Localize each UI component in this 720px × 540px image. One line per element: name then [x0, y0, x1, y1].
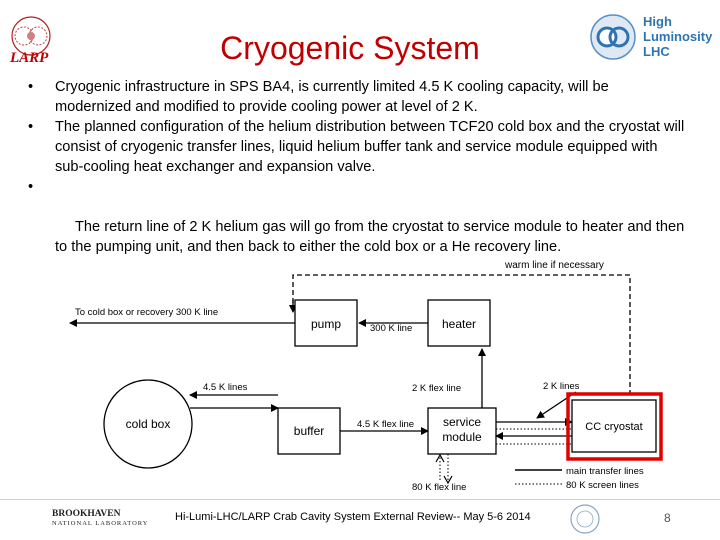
- bullet-item: • The planned configuration of the heliu…: [28, 117, 688, 177]
- footer-divider: [0, 499, 720, 500]
- hl-logo-line-3: LHC: [643, 44, 670, 59]
- bullet-marker: •: [28, 119, 34, 135]
- flex-80k-arrowhead-2: [443, 475, 453, 485]
- bullet-item: • The return line of 2 K helium gas will…: [28, 177, 688, 277]
- cold-box-circle: [103, 379, 193, 469]
- cc-cryostat-box: [571, 399, 657, 453]
- bullet-text: The return line of 2 K helium gas will g…: [55, 219, 689, 255]
- pump-label: pump: [311, 317, 341, 331]
- page-number: 8: [664, 511, 671, 525]
- cc-cryostat-label: CC cryostat: [585, 421, 642, 433]
- hl-logo-line-2: Luminosity: [643, 29, 713, 44]
- heater-label: heater: [442, 317, 476, 331]
- bullet-item: • Cryogenic infrastructure in SPS BA4, i…: [28, 77, 688, 117]
- flex-45k-label: 4.5 K flex line: [357, 419, 414, 430]
- larp-logo-text: LARP: [10, 50, 49, 66]
- slide-title: Cryogenic System: [220, 30, 480, 66]
- line-300k-label: 300 K line: [370, 323, 412, 334]
- warm-line-path: [292, 274, 631, 395]
- brookhaven-logo-main: BROOKHAVEN: [52, 509, 121, 519]
- lines-2k-label: 2 K lines: [543, 381, 580, 392]
- bullet-list: • Cryogenic infrastructure in SPS BA4, i…: [28, 77, 688, 277]
- flex-80k-arrowhead-1: [435, 453, 445, 463]
- bullet-marker: •: [28, 79, 34, 95]
- hl-logo-line-1: High: [643, 14, 672, 29]
- legend-main-label: main transfer lines: [566, 466, 644, 477]
- legend-screen-label: 80 K screen lines: [566, 480, 639, 491]
- buffer-box: [277, 407, 341, 455]
- larp-logo-emblem: [11, 16, 51, 56]
- cold-box-label: cold box: [126, 417, 171, 431]
- hl-lhc-logo-emblem: [590, 14, 636, 60]
- cern-logo-icon: [570, 504, 600, 534]
- hl-lhc-logo-text: High Luminosity LHC: [643, 14, 712, 59]
- flex-2k-label: 2 K flex line: [412, 383, 461, 394]
- warm-line-label: warm line if necessary: [504, 260, 604, 271]
- bullet-text: Cryogenic infrastructure in SPS BA4, is …: [55, 79, 609, 115]
- pump-box: [294, 299, 358, 347]
- service-module-label-2: module: [442, 430, 482, 444]
- service-module-label-1: service: [443, 415, 481, 429]
- cryogenic-flow-diagram: warm line if necessary To cold box or re…: [69, 260, 663, 493]
- heater-box: [427, 299, 491, 347]
- brookhaven-logo-sub: NATIONAL LABORATORY: [52, 520, 149, 527]
- brookhaven-logo: BROOKHAVEN NATIONAL LABORATORY: [52, 509, 148, 529]
- lines-2k-pointer: [536, 391, 577, 419]
- bullet-marker: •: [28, 179, 34, 195]
- cc-cryostat-highlight: [566, 392, 663, 461]
- service-module-box: [427, 407, 497, 455]
- bullet-text: The planned configuration of the helium …: [55, 119, 685, 175]
- to-cold-box-label: To cold box or recovery 300 K line: [75, 307, 218, 318]
- flex-80k-label: 80 K flex line: [412, 482, 466, 493]
- line-45k-label: 4.5 K lines: [203, 382, 248, 393]
- footer-text: Hi-Lumi-LHC/LARP Crab Cavity System Exte…: [175, 511, 531, 523]
- buffer-label: buffer: [294, 424, 324, 438]
